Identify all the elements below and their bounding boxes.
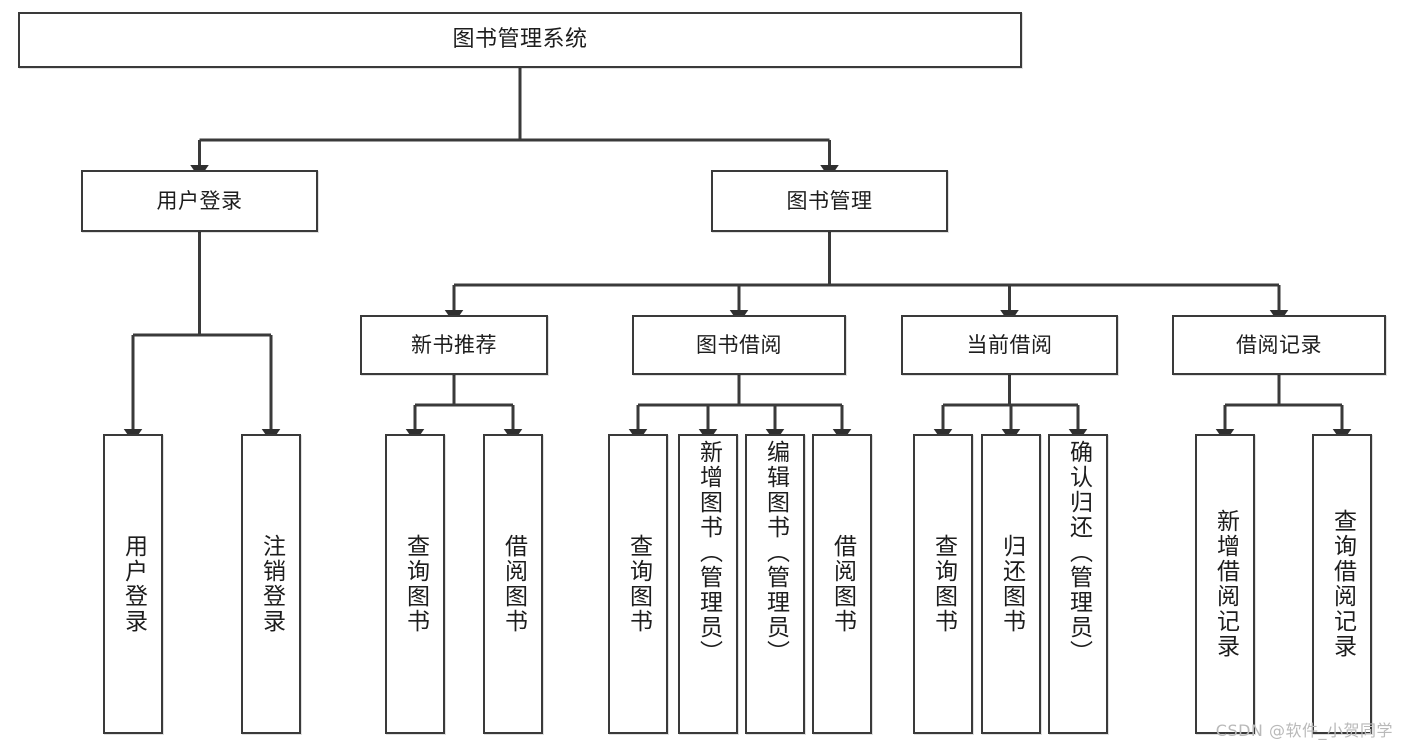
node-leaf-borrow-2[interactable]: 新增图书（管理员） [678, 434, 738, 734]
node-label: 注销登录 [258, 534, 285, 634]
node-label: 编辑图书（管理员） [762, 440, 789, 665]
node-label: 查询图书 [930, 534, 957, 634]
node-leaf-cur-2[interactable]: 归还图书 [981, 434, 1041, 734]
node-leaf-login-1[interactable]: 用户登录 [103, 434, 163, 734]
node-borrow[interactable]: 图书借阅 [632, 315, 846, 375]
node-leaf-borrow-4[interactable]: 借阅图书 [812, 434, 872, 734]
node-leaf-borrow-1[interactable]: 查询图书 [608, 434, 668, 734]
node-leaf-cur-1[interactable]: 查询图书 [913, 434, 973, 734]
node-label: 用户登录 [120, 534, 147, 634]
node-label: 用户登录 [156, 188, 243, 213]
node-leaf-login-2[interactable]: 注销登录 [241, 434, 301, 734]
node-label: 图书借阅 [696, 332, 782, 357]
node-label: 归还图书 [998, 534, 1025, 634]
node-label: 查询图书 [402, 534, 429, 634]
node-current[interactable]: 当前借阅 [901, 315, 1118, 375]
node-label: 当前借阅 [966, 332, 1053, 357]
node-leaf-rec-2[interactable]: 查询借阅记录 [1312, 434, 1372, 734]
node-leaf-new-2[interactable]: 借阅图书 [483, 434, 543, 734]
node-label: 查询借阅记录 [1329, 509, 1356, 659]
edges [123, 68, 1352, 443]
node-bookmgmt[interactable]: 图书管理 [711, 170, 948, 232]
node-label: 借阅图书 [500, 534, 527, 634]
node-leaf-borrow-3[interactable]: 编辑图书（管理员） [745, 434, 805, 734]
node-label: 新增图书（管理员） [695, 440, 722, 665]
node-root[interactable]: 图书管理系统 [18, 12, 1022, 68]
node-leaf-cur-3[interactable]: 确认归还（管理员） [1048, 434, 1108, 734]
node-label: 确认归还（管理员） [1065, 440, 1092, 665]
node-newbook[interactable]: 新书推荐 [360, 315, 548, 375]
node-label: 图书管理 [786, 188, 873, 213]
node-label: 借阅图书 [829, 534, 856, 634]
node-login[interactable]: 用户登录 [81, 170, 318, 232]
node-records[interactable]: 借阅记录 [1172, 315, 1386, 375]
node-leaf-new-1[interactable]: 查询图书 [385, 434, 445, 734]
node-label: 新书推荐 [411, 332, 497, 357]
node-leaf-rec-1[interactable]: 新增借阅记录 [1195, 434, 1255, 734]
node-label: 查询图书 [625, 534, 652, 634]
node-label: 借阅记录 [1236, 332, 1322, 357]
node-label: 新增借阅记录 [1212, 509, 1239, 659]
node-label: 图书管理系统 [452, 27, 588, 53]
